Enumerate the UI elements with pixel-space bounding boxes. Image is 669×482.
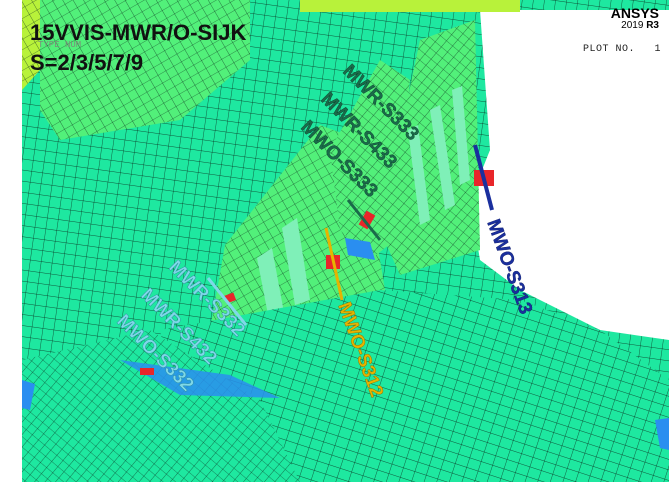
title-line-1: 15VVIS-MWR/O-SIJK [30,20,247,45]
faint-overlay-label: TYPE NUM [38,40,82,50]
logo-version-release: R3 [646,20,659,31]
plot-number: PLOT NO. 1 [583,44,661,55]
ansys-logo: ANSYS 2019 R3 [611,6,659,31]
empty-space [470,10,669,340]
plot-number-value: 1 [654,44,661,55]
logo-version-year: 2019 [621,20,644,31]
plot-number-label: PLOT NO. [582,44,635,55]
title-line-2: S=2/3/5/7/9 [30,50,144,75]
logo-version: 2019 R3 [611,20,659,31]
analysis-title: 15VVIS-MWR/O-SIJK S=2/3/5/7/9 [30,18,246,78]
logo-brand: ANSYS [610,5,659,21]
slot-cutouts [257,86,470,325]
